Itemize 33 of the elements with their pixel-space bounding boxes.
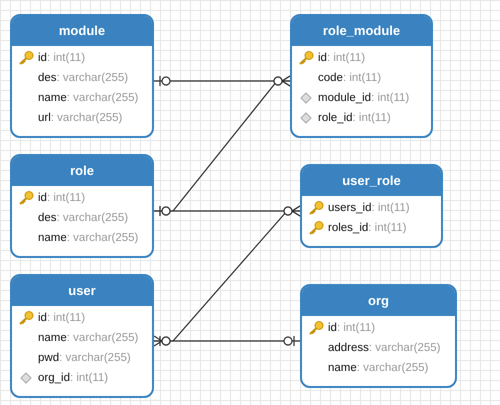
field-text: des: varchar(255) [38,211,128,225]
field-text: name: varchar(255) [328,361,428,375]
table-card [300,164,443,248]
field-text: id: int(11) [38,191,86,205]
field-text: name: varchar(255) [38,331,138,345]
table-name: module [12,16,152,46]
field-text: code: int(11) [318,71,382,85]
table-card [10,14,154,138]
table-name: org [302,286,455,316]
field-text: url: varchar(255) [38,111,122,125]
table-name: user_role [302,166,441,196]
table-card [10,154,154,258]
table-card [10,274,154,398]
table-name: role_module [292,16,431,46]
field-text: address: varchar(255) [328,341,441,355]
table-card [300,284,457,388]
field-text: role_id: int(11) [318,111,391,125]
field-text: roles_id: int(11) [328,221,406,235]
table-name: role [12,156,152,186]
field-text: org_id: int(11) [38,371,108,385]
field-text: id: int(11) [38,311,86,325]
field-text: users_id: int(11) [328,201,410,215]
field-text: id: int(11) [38,51,86,65]
field-text: des: varchar(255) [38,71,128,85]
table-card [290,14,433,138]
relationship-line [153,335,300,347]
field-text: module_id: int(11) [318,91,410,105]
field-text: name: varchar(255) [38,231,138,245]
field-text: name: varchar(255) [38,91,138,105]
table-name: user [12,276,152,306]
field-text: id: int(11) [328,321,376,335]
field-text: id: int(11) [318,51,366,65]
field-text: pwd: varchar(255) [38,351,131,365]
